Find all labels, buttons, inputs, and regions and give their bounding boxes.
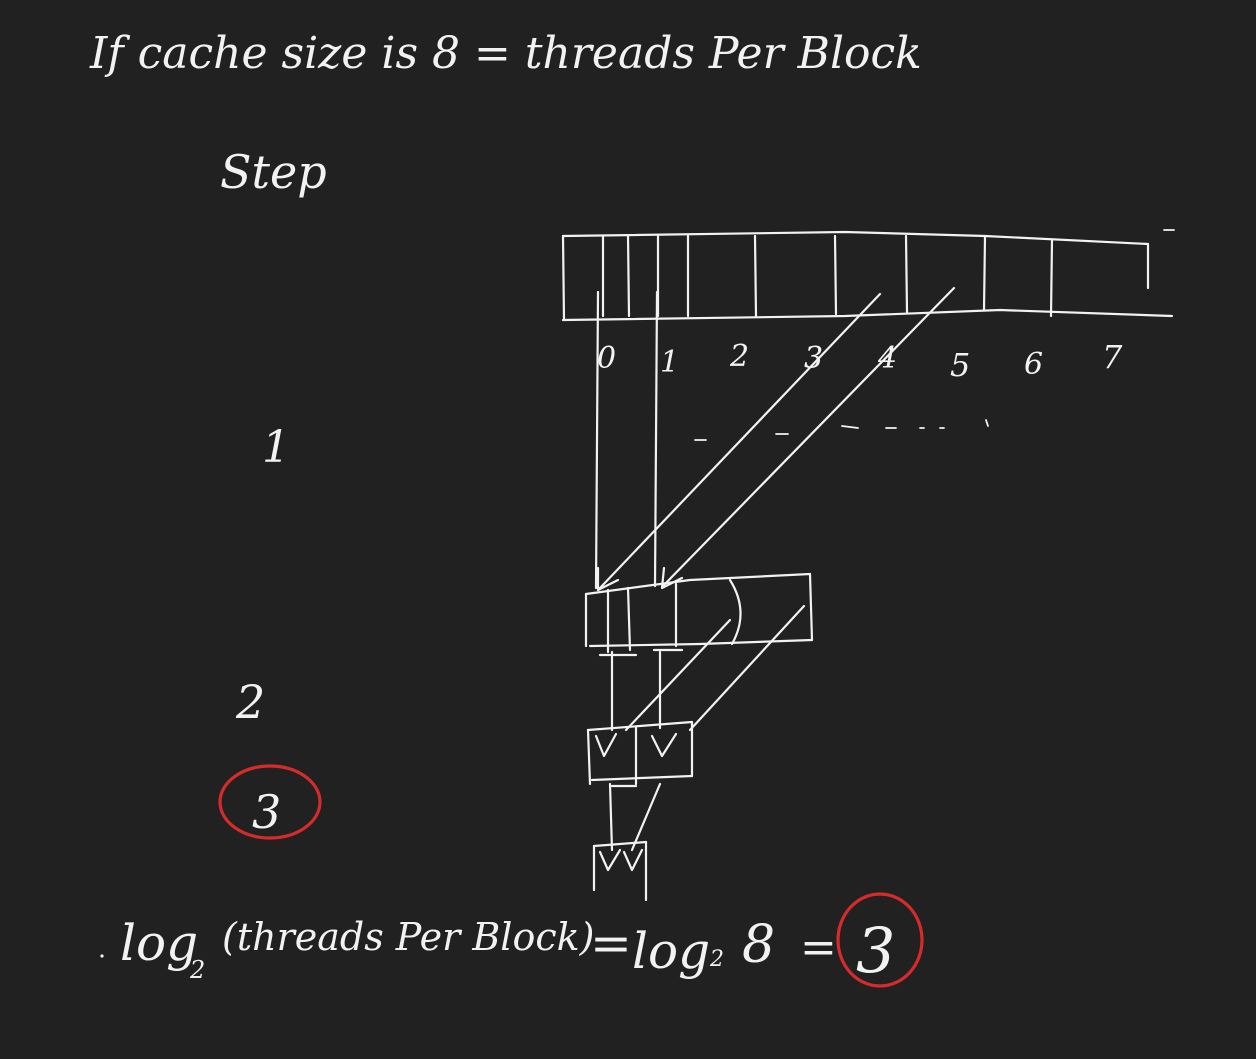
formula-line: log 2 (threads Per Block) = log 2 8 = 3: [100, 892, 924, 988]
title-line: If cache size is 8 = threads Per Block: [89, 28, 922, 79]
index-label-7: 7: [1102, 338, 1123, 376]
step-label-3: 3: [252, 785, 281, 839]
step-1-arrows: [594, 286, 956, 592]
formula-lhs-log: log: [120, 914, 198, 972]
formula-result-highlight-circle: [836, 892, 924, 988]
formula-rhs-arg: 8: [742, 915, 775, 975]
step-3-highlight-circle: [218, 764, 322, 840]
index-label-2: 2: [729, 339, 749, 374]
index-label-4: 4: [877, 341, 897, 376]
formula-rhs-base: 2: [709, 947, 724, 972]
index-label-6: 6: [1024, 347, 1043, 382]
formula-eq-2: =: [800, 922, 837, 973]
dashed-hint-line: [694, 419, 989, 441]
formula-lhs-base: 2: [189, 956, 205, 984]
step-3-arrows: [608, 782, 662, 852]
step-heading: Step: [220, 145, 327, 199]
step-label-2: 2: [235, 675, 265, 729]
step-2-arrows: [610, 604, 806, 732]
array-1-cell: [592, 840, 648, 902]
formula-rhs-log: log: [632, 922, 710, 980]
index-label-1: 1: [660, 345, 679, 380]
formula-lhs-arg: (threads Per Block): [222, 915, 594, 959]
index-label-5: 5: [950, 346, 970, 384]
step-label-1: 1: [262, 422, 290, 473]
index-label-0: 0: [597, 341, 616, 376]
array-8-cells: [561, 229, 1175, 322]
formula-result: 3: [856, 914, 895, 987]
formula-eq-1: =: [590, 914, 632, 972]
array-4-cells: [584, 572, 814, 657]
array-2-cells: [586, 720, 694, 788]
